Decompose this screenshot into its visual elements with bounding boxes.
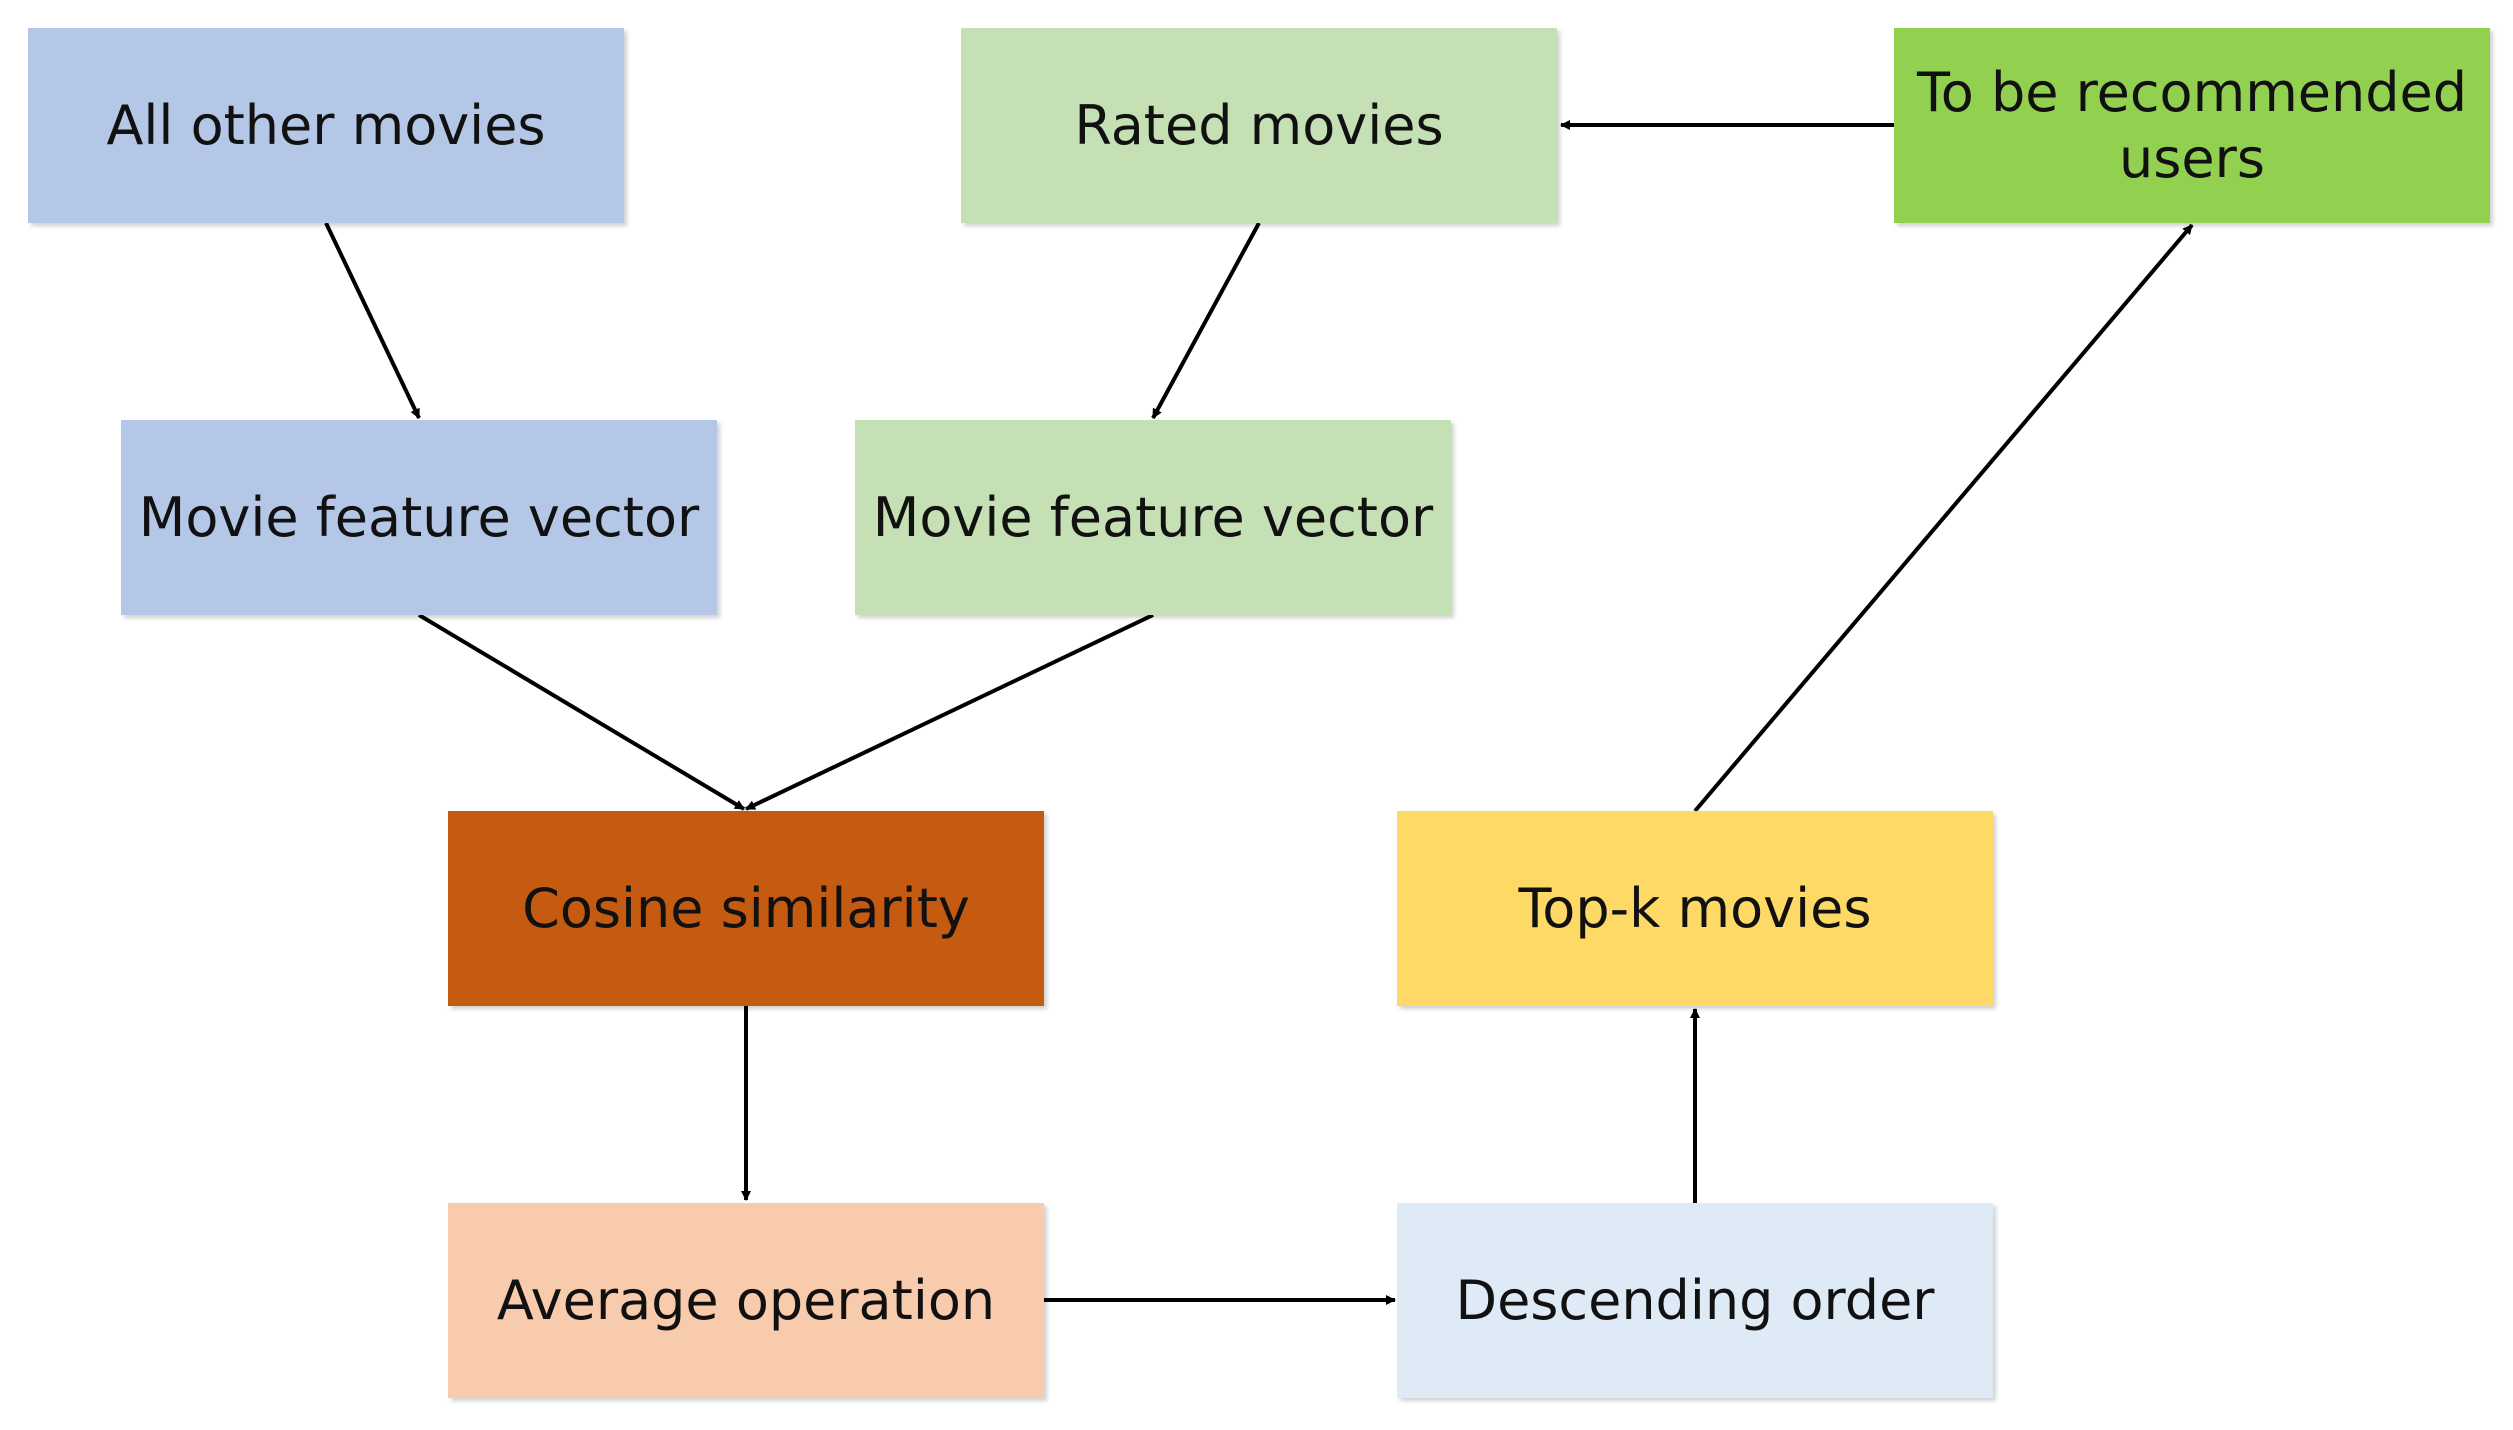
movie-feature-vector-right-label: Movie feature vector bbox=[872, 485, 1434, 549]
descending-order-box: Descending order bbox=[1397, 1203, 1993, 1398]
rated-movies-label: Rated movies bbox=[1074, 93, 1444, 157]
average-operation-label: Average operation bbox=[496, 1268, 996, 1332]
all-other-movies-box: All other movies bbox=[28, 28, 624, 223]
cosine-similarity-label: Cosine similarity bbox=[522, 876, 970, 940]
arrow-all-other-movies-to-movie-feature-vector-left bbox=[324, 222, 421, 419]
to-be-recommended-users-label: To be recommended users bbox=[1916, 60, 2468, 190]
to-be-recommended-users-box: To be recommended users bbox=[1894, 28, 2490, 223]
top-k-movies-box: Top-k movies bbox=[1397, 811, 1993, 1006]
all-other-movies-label: All other movies bbox=[106, 93, 546, 157]
arrow-movie-feature-vector-left-to-cosine-similarity bbox=[417, 613, 746, 811]
arrow-top-k-movies-to-to-be-recommended-users bbox=[1693, 223, 2194, 813]
rated-movies-box: Rated movies bbox=[961, 28, 1557, 223]
top-k-movies-label: Top-k movies bbox=[1518, 876, 1872, 940]
movie-feature-vector-left-box: Movie feature vector bbox=[121, 420, 717, 615]
arrow-rated-movies-to-movie-feature-vector-right bbox=[1151, 222, 1261, 419]
movie-feature-vector-left-label: Movie feature vector bbox=[138, 485, 700, 549]
movie-feature-vector-right-box: Movie feature vector bbox=[855, 420, 1451, 615]
cosine-similarity-box: Cosine similarity bbox=[448, 811, 1044, 1006]
arrow-movie-feature-vector-right-to-cosine-similarity bbox=[745, 613, 1154, 811]
average-operation-box: Average operation bbox=[448, 1203, 1044, 1398]
descending-order-label: Descending order bbox=[1455, 1268, 1935, 1332]
